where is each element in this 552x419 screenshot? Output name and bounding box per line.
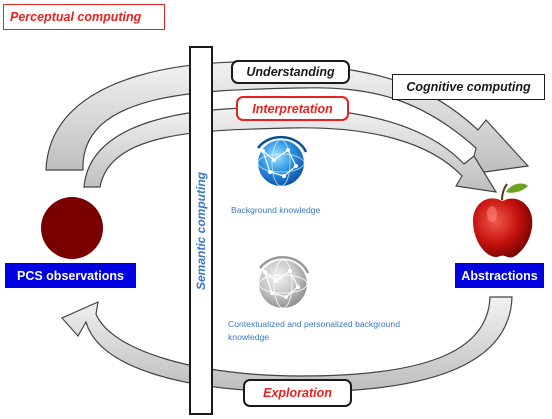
background-knowledge-label: Background knowledge — [231, 205, 321, 215]
blue-globe-icon — [257, 135, 308, 187]
cognitive-computing-label: Cognitive computing — [392, 74, 545, 100]
apple-icon — [472, 183, 533, 258]
pcs-observations-label: PCS observations — [5, 263, 136, 288]
interpretation-label: Interpretation — [236, 96, 349, 121]
gray-globe-icon — [258, 256, 310, 309]
exploration-label: Exploration — [243, 379, 352, 407]
semantic-computing-label: Semantic computing — [194, 171, 208, 291]
perceptual-computing-label: Perceptual computing — [3, 4, 165, 30]
exploration-arrow — [61, 296, 513, 393]
semantic-computing-bar — [189, 46, 213, 415]
contextualized-knowledge-label: Contextualized and personalized backgrou… — [228, 319, 400, 342]
understanding-label: Understanding — [231, 60, 350, 84]
observation-circle — [41, 197, 103, 259]
abstractions-label: Abstractions — [455, 263, 544, 288]
